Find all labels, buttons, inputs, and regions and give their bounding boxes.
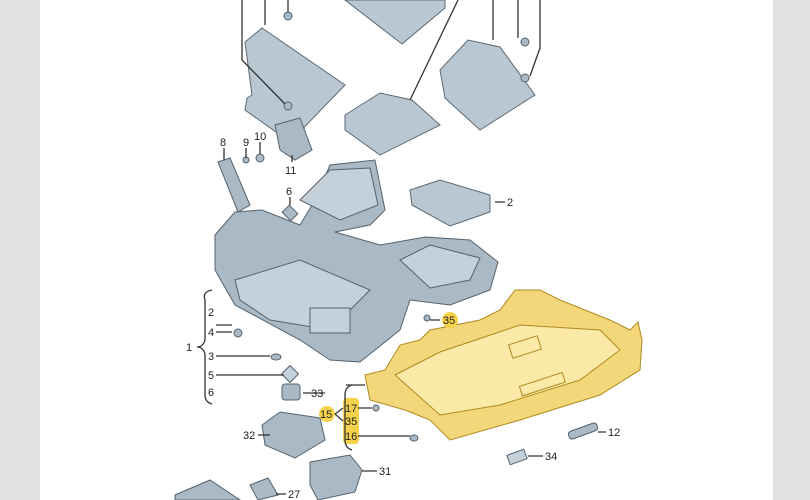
- callout-8: 8: [220, 137, 226, 149]
- clip-icon: [520, 73, 530, 83]
- callout-33: 33: [311, 388, 323, 400]
- bracket-11: [274, 117, 313, 161]
- callout-2: 2: [208, 307, 214, 319]
- mat-rear-left: [344, 92, 441, 156]
- callout-2-mat: 2: [507, 197, 513, 209]
- floor-carpet: [214, 117, 499, 363]
- callout-6: 6: [208, 387, 214, 399]
- clip-icon: [520, 37, 530, 47]
- small-parts: [174, 314, 599, 500]
- part-12: [567, 422, 599, 440]
- mat-rear-right: [439, 39, 536, 131]
- callout-31: 31: [379, 466, 391, 478]
- callout-5: 5: [208, 370, 214, 382]
- cover-33: [281, 383, 301, 401]
- callout-27: 27: [288, 489, 300, 500]
- callout-15: 15: [320, 409, 332, 421]
- highlight-markers: [319, 312, 458, 444]
- cover-31: [309, 454, 363, 500]
- callout-3: 3: [208, 351, 214, 363]
- callout-35-top: 35: [443, 315, 455, 327]
- callout-10: 10: [254, 131, 266, 143]
- leader-lines: [196, 142, 606, 495]
- callout-6-top: 6: [286, 186, 292, 198]
- part-27: [249, 477, 279, 500]
- clip-icon: [283, 101, 293, 111]
- callout-1: 1: [186, 342, 192, 354]
- callout-9: 9: [243, 137, 249, 149]
- cover-32: [261, 411, 326, 459]
- underbody-panel[interactable]: [364, 289, 643, 441]
- clip-icon: [283, 11, 293, 21]
- callout-34: 34: [545, 451, 557, 463]
- callout-32: 32: [243, 430, 255, 442]
- callout-11: 11: [285, 165, 296, 177]
- callout-4: 4: [208, 327, 214, 339]
- mat-front-left: [244, 27, 346, 143]
- callout-12: 12: [608, 427, 620, 439]
- callout-16: 16: [345, 431, 357, 443]
- part-34: [506, 448, 528, 466]
- callout-labels: 8 9 10 11 6 2 1 2 4 3 5 6 33 32 35 15 17…: [186, 131, 620, 500]
- sound-insulation-8: [217, 157, 251, 213]
- callout-35-group: 35: [345, 416, 357, 428]
- floor-mats: [241, 0, 541, 227]
- callout-17: 17: [345, 403, 357, 415]
- mat-trunk: [409, 179, 491, 227]
- mat-front-right: [344, 0, 446, 45]
